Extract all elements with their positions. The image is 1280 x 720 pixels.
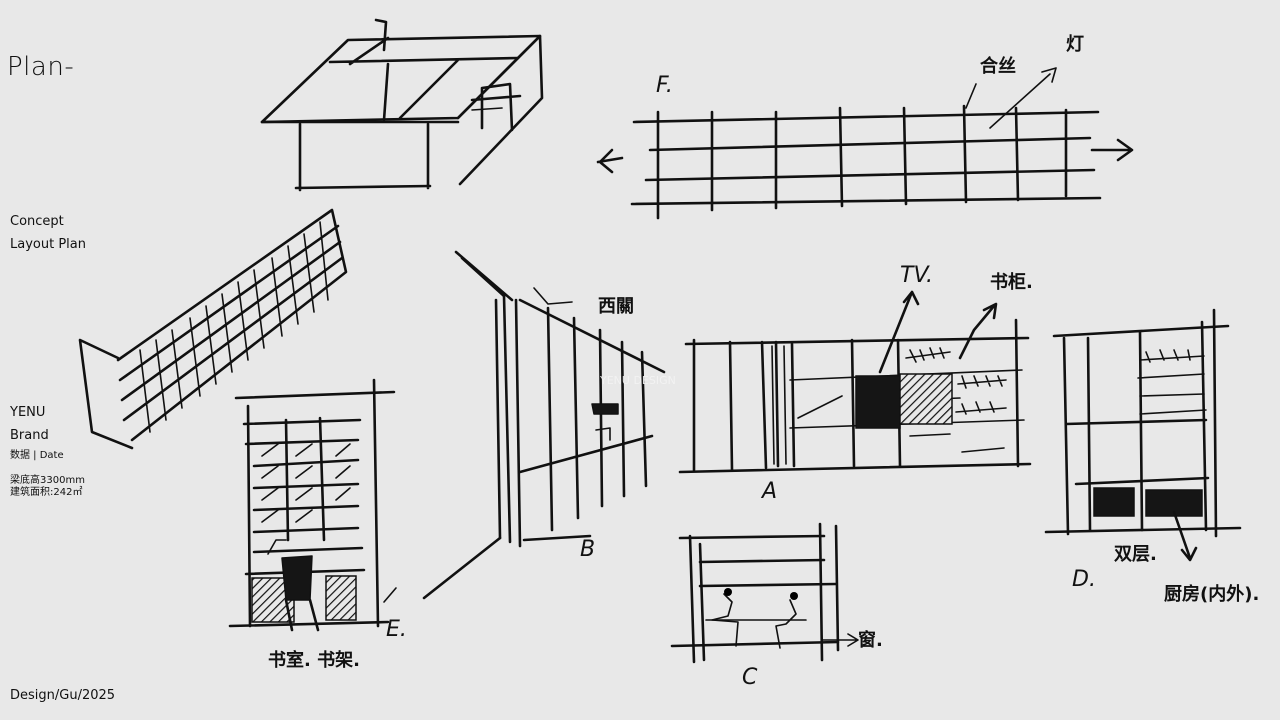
label-f: F. [656, 73, 673, 98]
label-study: 书室. 书架. [268, 649, 360, 671]
e-bookshelf-sketch: E. 书室. 书架. [228, 378, 407, 671]
beam-height-label: 梁底高3300mm [10, 475, 85, 486]
watermark-text: YENU DESIGN [599, 374, 676, 387]
desk-perspective-sketch [260, 18, 544, 192]
f-grid-elevation-sketch: F. 合丝 灯 [596, 34, 1134, 220]
label-b: B [580, 537, 595, 562]
c-window-seat-sketch: C 窗. [670, 522, 883, 690]
label-d: D. [1072, 567, 1096, 592]
data-date-label: 数据 | Date [10, 450, 64, 461]
d-tall-bookcase-sketch: D. 双层. 厨房(内外). [1044, 308, 1259, 605]
brand-name: YENU [10, 405, 46, 420]
label-f-note-2: 灯 [1066, 34, 1084, 55]
label-tv: TV. [900, 263, 933, 288]
label-c: C [742, 665, 758, 690]
label-f-note-1: 合丝 [980, 55, 1016, 77]
building-area-label: 建筑面积:242㎡ [10, 487, 83, 498]
a-tv-wall-sketch: A TV. 书柜. [678, 263, 1033, 504]
concept-label: Concept [10, 214, 64, 229]
layout-plan-label: Layout Plan [10, 237, 86, 252]
plan-title: Plan- [7, 52, 75, 82]
brand-label: Brand [10, 428, 49, 443]
label-e: E. [386, 617, 407, 642]
diagonal-screen-sketch [78, 208, 348, 450]
label-double-bed: 双层. [1114, 544, 1157, 565]
b-wall-panel-sketch: B 西關 YENU DESIGN [422, 250, 676, 600]
label-shugui: 书柜. [990, 271, 1033, 293]
label-window: 窗. [858, 629, 883, 651]
label-a: A [760, 479, 777, 504]
label-xiguan: 西關 [598, 296, 634, 317]
label-kitchen: 厨房(内外). [1164, 583, 1259, 605]
footer-credit: Design/Gu/2025 [10, 688, 116, 703]
